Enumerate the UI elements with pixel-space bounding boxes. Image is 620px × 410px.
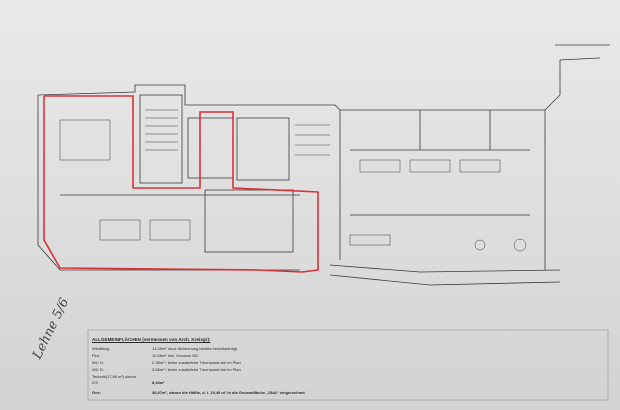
row-label: 2/3 [92,380,98,385]
total-label: Ges: [92,390,101,395]
row-label: WC H: [92,360,104,365]
room-wc [187,117,234,179]
row-label: WC D: [92,367,104,372]
row-value: 8,44m² [152,380,165,385]
legend-title: ALLGEMEINFLÄCHEN (vermessen von Arch. Kr… [92,337,211,342]
row-label: Technik(17,66 m²) davon [92,374,137,379]
row-value: 3,58m² / keine zusätzliche Trennwand wie… [152,367,241,372]
ramp-line-2 [329,274,561,286]
row-value: 10,48m² inkl. Vorraum WC [152,353,199,358]
room-shaft [236,117,290,181]
stair-treads [145,109,330,156]
outer-wall-left [37,95,300,271]
room-tech [204,189,294,253]
legend-frame [87,329,609,401]
outer-wall-top [37,84,546,270]
stair-core [139,94,183,184]
row-label: Flur: [92,353,100,358]
ramp-line-1 [329,264,561,273]
exterior-boundary [544,57,601,111]
furniture [59,119,527,252]
row-value: 14,59m² neue Abtrennung bereits berücksi… [152,346,239,351]
total-value: 38,97m², davon die Hälfte, d. i. 19,49 m… [152,390,305,395]
row-label: Windfang: [92,346,111,351]
markup-outline-general-areas [43,95,319,273]
row-value: 2,38m² / keine zusätzliche Trennwand wie… [152,360,241,365]
